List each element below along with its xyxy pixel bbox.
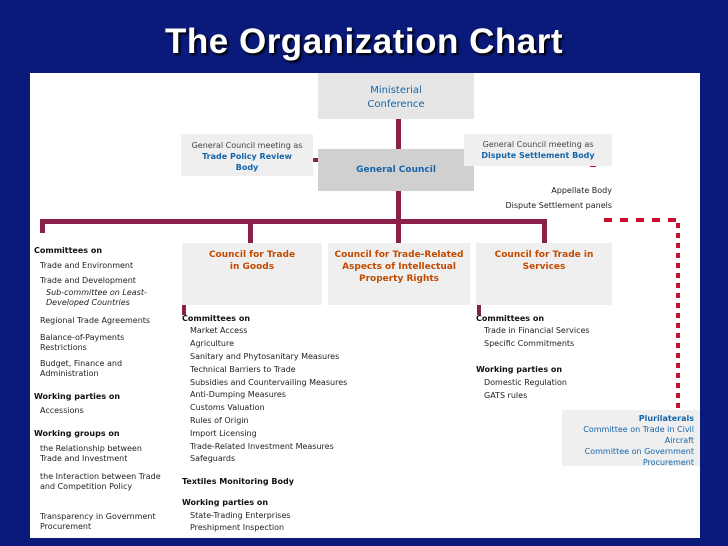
left-committees-heading: Committees on — [34, 246, 103, 255]
gc-dsb-line2: Dispute Settlement Body — [481, 151, 595, 160]
gc-dsb-line1: General Council meeting as — [482, 140, 594, 149]
connector-services-sub — [477, 305, 481, 315]
textiles-monitoring-body: Textiles Monitoring Body — [182, 477, 294, 486]
gc-tprb-line2: Trade Policy Review Body — [202, 152, 292, 172]
services-committee-item: Specific Commitments — [484, 339, 575, 348]
services-working-parties-heading: Working parties on — [476, 365, 563, 374]
dotted-connector-vertical — [676, 223, 680, 408]
ministerial-conference-box: Ministerial Conference — [318, 73, 474, 119]
goods-committee-item: Anti-Dumping Measures — [190, 390, 286, 399]
dotted-connector-dash-b — [620, 218, 628, 222]
connector-horizontal — [40, 219, 545, 224]
goods-wp-item: Preshipment Inspection — [190, 523, 285, 532]
council-trade-in-goods-label: Council for Trade in Goods — [208, 250, 296, 272]
left-committee-item: Balance-of-Payments Restrictions — [40, 333, 125, 352]
services-wp-item: Domestic Regulation — [484, 378, 567, 387]
left-committee-item: Budget, Finance and Administration — [40, 359, 123, 378]
connector-ministerial-gc — [396, 119, 401, 149]
plurilaterals-title: Plurilaterals — [638, 414, 694, 423]
ministerial-conference-label: Ministerial Conference — [367, 84, 425, 110]
goods-committee-item: Sanitary and Phytosanitary Measures — [190, 352, 340, 361]
left-subcommittee-item: Sub-committee on Least-Developed Countri… — [46, 288, 147, 307]
connector-left-drop — [40, 219, 45, 233]
goods-committee-item: Market Access — [190, 326, 248, 335]
council-trade-in-services-label: Council for Trade in Services — [494, 250, 594, 272]
org-chart-panel: Ministerial Conference General Council m… — [30, 73, 700, 538]
gc-tprb-box: General Council meeting as Trade Policy … — [181, 134, 313, 176]
goods-committee-item: Technical Barriers to Trade — [190, 365, 296, 374]
goods-committee-item: Rules of Origin — [190, 416, 249, 425]
connector-services-drop — [542, 219, 547, 243]
left-wp-item: Accessions — [40, 406, 84, 415]
left-committee-item: Regional Trade Agreements — [40, 316, 151, 325]
left-wg-item: the Interaction between Trade and Compet… — [40, 472, 161, 491]
gc-dsb-box: General Council meeting as Dispute Settl… — [464, 134, 612, 166]
connector-trips-drop — [396, 219, 401, 243]
goods-committee-item: Customs Valuation — [190, 403, 265, 412]
dotted-connector-dash-c — [636, 218, 644, 222]
general-council-label: General Council — [356, 165, 436, 175]
plurilaterals-box: Plurilaterals Committee on Trade in Civi… — [562, 410, 700, 467]
dotted-connector-dash-a — [604, 218, 612, 222]
plurilaterals-item: Committee on Trade in Civil Aircraft — [583, 425, 694, 445]
general-council-box: General Council — [318, 149, 474, 191]
connector-gc-down — [396, 191, 401, 221]
dispute-settlement-panels: Dispute Settlement panels — [505, 201, 612, 210]
left-committee-item: Trade and Development — [40, 276, 136, 285]
left-wg-item: the Relationship between Trade and Inves… — [40, 444, 142, 463]
services-wp-item: GATS rules — [484, 391, 528, 400]
left-working-parties-heading: Working parties on — [34, 392, 121, 401]
plurilaterals-item: Committee on Government Procurement — [584, 447, 694, 467]
council-trade-in-services-box: Council for Trade in Services — [476, 243, 612, 305]
goods-committee-item: Safeguards — [190, 454, 236, 463]
page-title: The Organization Chart — [165, 22, 563, 61]
left-working-groups-heading: Working groups on — [34, 429, 120, 438]
goods-committee-item: Trade-Related Investment Measures — [190, 442, 334, 451]
goods-committee-item: Subsidies and Countervailing Measures — [190, 378, 348, 387]
gc-tprb-line1: General Council meeting as — [191, 141, 303, 150]
left-wg-item: Transparency in Government Procurement — [40, 512, 156, 531]
services-committee-item: Trade in Financial Services — [484, 326, 590, 335]
council-trips-label: Council for Trade-Related Aspects of Int… — [334, 250, 464, 284]
left-committee-item: Trade and Environment — [40, 261, 134, 270]
dotted-connector-dash-e — [668, 218, 676, 222]
connector-goods-drop — [248, 219, 253, 243]
goods-committee-item: Import Licensing — [190, 429, 257, 438]
dotted-connector-dash-d — [652, 218, 660, 222]
appellate-body: Appellate Body — [551, 186, 612, 195]
goods-committee-item: Agriculture — [190, 339, 234, 348]
connector-gc-tprb — [312, 158, 318, 162]
council-trips-box: Council for Trade-Related Aspects of Int… — [328, 243, 470, 305]
council-trade-in-goods-box: Council for Trade in Goods — [182, 243, 322, 305]
goods-wp-item: State-Trading Enterprises — [190, 511, 291, 520]
goods-committees-heading: Committees on — [182, 314, 251, 323]
connector-goods-sub — [182, 305, 186, 315]
goods-working-parties-heading: Working parties on — [182, 498, 269, 507]
services-committees-heading: Committees on — [476, 314, 545, 323]
